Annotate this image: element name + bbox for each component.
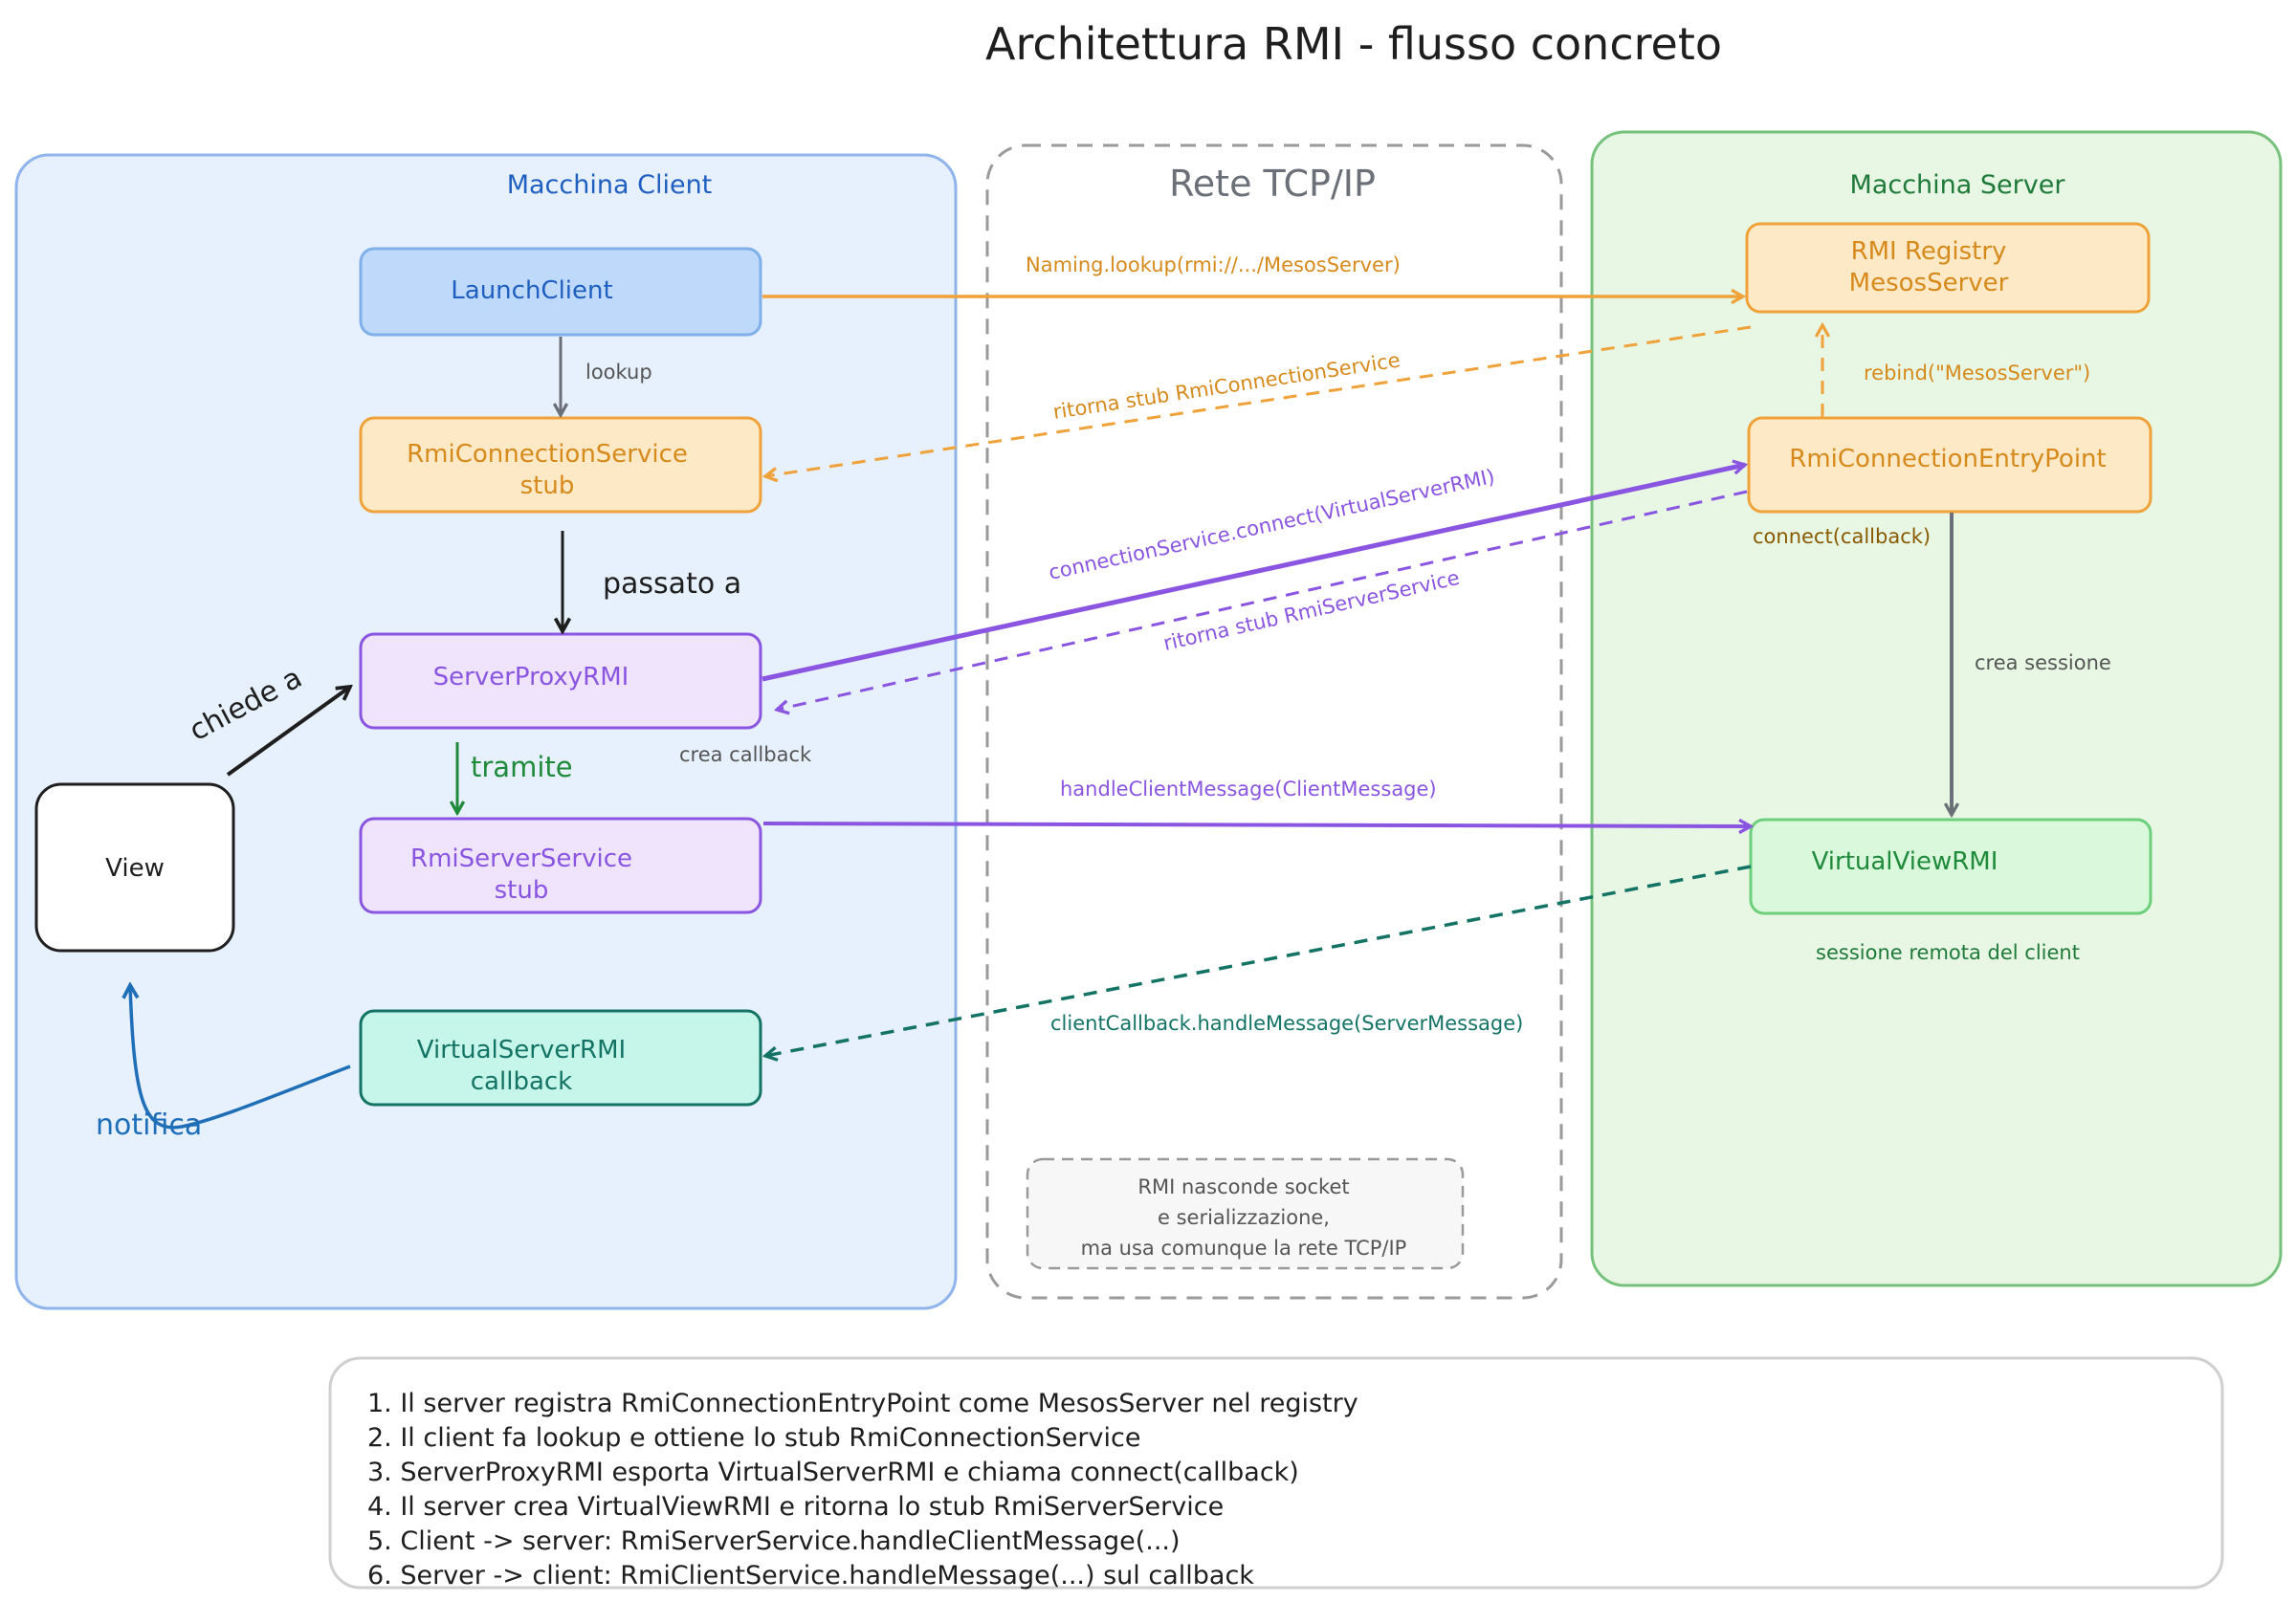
network-note-line-3: ma usa comunque la rete TCP/IP [1081,1237,1407,1260]
step-2: 2. Il client fa lookup e ottiene lo stub… [367,1423,1140,1453]
network-note-line-2: e serializzazione, [1158,1206,1330,1229]
server-zone-title: Macchina Server [1850,170,2066,200]
callback-label-1: VirtualServerRMI [417,1036,626,1064]
client-callback-label: clientCallback.handleMessage(ServerMessa… [1050,1012,1523,1035]
network-zone-title: Rete TCP/IP [1169,163,1376,205]
return-server-stub-arrow [777,490,1748,710]
rebind-label: rebind("MesosServer") [1864,362,2090,384]
callback-label-2: callback [471,1067,572,1096]
crea-sessione-label: crea sessione [1975,651,2111,674]
return-connection-stub-label: ritorna stub RmiConnectionService [1051,348,1402,424]
crea-callback-label: crea callback [679,743,812,766]
network-note-line-1: RMI nasconde socket [1137,1175,1349,1198]
virtual-view-caption: sessione remota del client [1816,941,2080,964]
step-5: 5. Client -> server: RmiServerService.ha… [367,1526,1181,1556]
passato-a-label: passato a [603,567,741,601]
notifica-arrow [130,985,351,1130]
step-1: 1. Il server registra RmiConnectionEntry… [367,1389,1358,1418]
steps-box [328,1356,2224,1590]
naming-lookup-label: Naming.lookup(rmi://.../MesosServer) [1026,253,1401,276]
server-proxy-node [359,632,762,730]
connect-callback-label: connect(callback) [1753,525,1931,548]
server-proxy-label: ServerProxyRMI [433,663,629,691]
return-connection-stub-arrow [765,325,1752,476]
handle-client-message-arrow [762,823,1751,826]
step-6: 6. Server -> client: RmiClientService.ha… [367,1561,1254,1591]
launch-client-node [359,247,762,337]
view-label: View [105,854,165,883]
launch-client-label: LaunchClient [451,276,612,305]
connection-entry-point-label: RmiConnectionEntryPoint [1789,445,2106,473]
notifica-label: notifica [96,1108,202,1142]
rmi-registry-label-1: RMI Registry [1851,237,2007,266]
return-server-stub-label: ritorna stub RmiServerService [1161,566,1462,655]
client-zone-title: Macchina Client [507,170,713,200]
connection-service-stub-node [359,416,762,514]
network-note-box [1026,1157,1465,1270]
step-3: 3. ServerProxyRMI esporta VirtualServerR… [367,1458,1299,1487]
connection-service-stub-label-2: stub [520,472,575,500]
step-4: 4. Il server crea VirtualViewRMI e ritor… [367,1492,1224,1522]
handle-client-message-label: handleClientMessage(ClientMessage) [1060,778,1437,801]
callback-node [359,1009,762,1107]
diagram-title: Architettura RMI - flusso concreto [985,18,1722,70]
view-node [34,782,235,953]
rmi-registry-node [1745,222,2151,314]
virtual-view-label: VirtualViewRMI [1812,847,1998,876]
connect-call-arrow [762,465,1745,682]
rmi-registry-label-2: MesosServer [1849,269,2009,297]
server-service-stub-label-1: RmiServerService [410,845,632,873]
lookup-label: lookup [585,361,652,384]
chiede-a-arrow [226,687,350,777]
tramite-label: tramite [471,751,573,783]
connection-service-stub-label-1: RmiConnectionService [407,440,688,469]
connection-entry-point-node [1747,416,2152,514]
network-zone [985,143,1563,1300]
server-service-stub-node [359,817,762,914]
client-callback-arrow [765,865,1752,1056]
server-service-stub-label-2: stub [495,876,549,905]
